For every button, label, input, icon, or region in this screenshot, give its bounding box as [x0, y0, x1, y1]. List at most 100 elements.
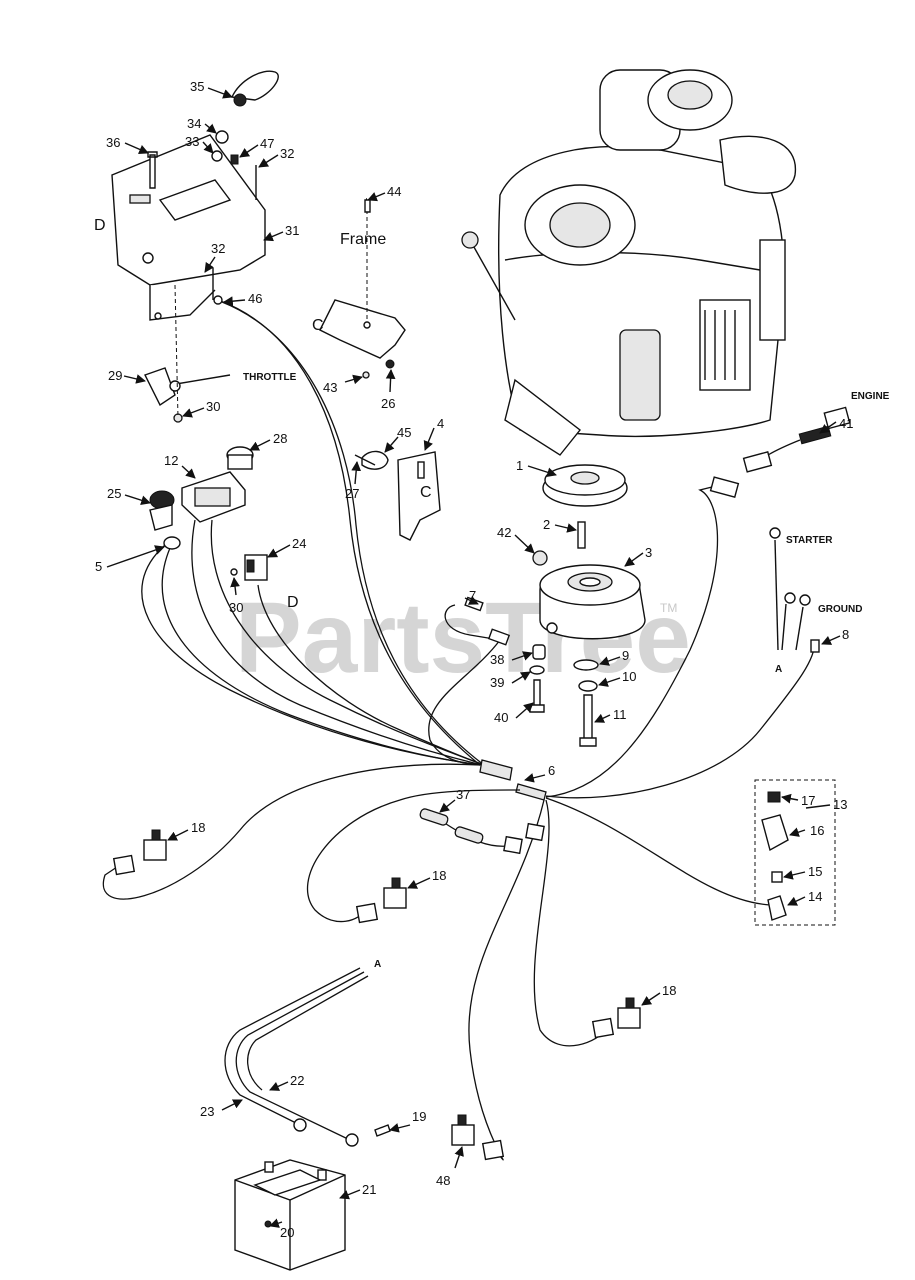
callout-45: 45 — [397, 425, 411, 440]
callout-42: 42 — [497, 525, 511, 540]
screw-part-44 — [364, 199, 371, 213]
harness-part-37 — [419, 808, 545, 855]
engine-label: ENGINE — [851, 391, 890, 402]
callout-23: 23 — [200, 1104, 214, 1119]
callout-35: 35 — [190, 79, 204, 94]
spacer-part-38 — [532, 644, 546, 660]
connector-part-16 — [761, 814, 789, 852]
callout-26: 26 — [381, 396, 395, 411]
callout-46: 46 — [248, 291, 262, 306]
callout-5: 5 — [95, 559, 102, 574]
lockwasher-part-10 — [578, 680, 598, 692]
seal-part-15 — [771, 871, 783, 883]
battery-part-21 — [234, 1159, 346, 1271]
ref-a-lower: A — [374, 959, 381, 970]
connector-engine-plug — [709, 476, 740, 498]
starter-label: STARTER — [786, 535, 833, 546]
callout-24: 24 — [292, 536, 306, 551]
clip-part-47 — [230, 154, 239, 165]
bolt-part-19 — [374, 1124, 391, 1137]
key-head-icon — [233, 93, 247, 107]
switch-part-48 — [451, 1114, 505, 1161]
callout-25: 25 — [107, 486, 121, 501]
throttle-label: THROTTLE — [243, 372, 297, 383]
washer-part-39 — [529, 665, 545, 675]
terminal-part-17 — [767, 791, 781, 803]
ignition-module-part-12 — [181, 471, 246, 523]
relay-part-24 — [244, 554, 268, 581]
clamp-part-45 — [361, 450, 389, 470]
callout-44: 44 — [387, 184, 401, 199]
bolt-part-26 — [385, 359, 395, 369]
switch-part-18-mid — [355, 877, 407, 924]
leader-arrows — [106, 87, 841, 1228]
callout-13: 13 — [833, 797, 847, 812]
callout-12: 12 — [164, 453, 178, 468]
callout-30: 30 — [206, 399, 220, 414]
callout-38: 38 — [490, 652, 504, 667]
screw-part-30 — [230, 568, 238, 576]
connector-part-14 — [767, 895, 787, 921]
battery-cables-part-22-23 — [224, 967, 369, 1147]
callout-39: 39 — [490, 675, 504, 690]
ref-a-upper: A — [775, 664, 782, 675]
callout-2: 2 — [543, 517, 550, 532]
bracket-part-frame — [319, 299, 406, 359]
callout-37: 37 — [456, 787, 470, 802]
callout-36: 36 — [106, 135, 120, 150]
callout-19: 19 — [412, 1109, 426, 1124]
terminal-part-8 — [810, 639, 820, 653]
screw-part-36 — [147, 151, 158, 189]
callout-29: 29 — [108, 368, 122, 383]
connector-part-46 — [213, 295, 223, 305]
callout-32: 32 — [280, 146, 294, 161]
callout-32b: 32 — [211, 241, 225, 256]
bracket-part-4 — [397, 451, 441, 541]
callout-17: 17 — [801, 793, 815, 808]
ref-c-upper: C — [312, 317, 324, 334]
callout-10: 10 — [622, 669, 636, 684]
callout-7: 7 — [469, 588, 476, 603]
nut-part-42 — [532, 550, 548, 566]
key-part-2 — [577, 521, 586, 549]
callout-21: 21 — [362, 1182, 376, 1197]
callout-34: 34 — [187, 116, 201, 131]
callout-14: 14 — [808, 889, 822, 904]
watermark-trademark: TM — [660, 601, 677, 615]
engine — [461, 69, 796, 456]
starter-cable — [769, 527, 811, 651]
callout-6: 6 — [548, 763, 555, 778]
ground-label: GROUND — [818, 604, 862, 615]
callout-4: 4 — [437, 416, 444, 431]
callout-41: 41 — [839, 416, 853, 431]
reference-labels: Frame THROTTLE ENGINE STARTER GROUND D D… — [94, 217, 890, 970]
callout-15: 15 — [808, 864, 822, 879]
callout-11: 11 — [613, 707, 627, 722]
dash-panel-part-31 — [111, 134, 266, 321]
callout-33: 33 — [185, 134, 199, 149]
callout-30b: 30 — [229, 600, 243, 615]
key-part-35 — [230, 70, 279, 101]
callout-48: 48 — [436, 1173, 450, 1188]
callout-8: 8 — [842, 627, 849, 642]
callout-31: 31 — [285, 223, 299, 238]
nut-part-43 — [362, 371, 370, 379]
callout-18b: 18 — [432, 868, 446, 883]
callout-47: 47 — [260, 136, 274, 151]
switch-part-18-left — [112, 829, 167, 876]
callout-16: 16 — [810, 823, 824, 838]
callout-3: 3 — [645, 545, 652, 560]
callout-40: 40 — [494, 710, 508, 725]
callout-28: 28 — [273, 431, 287, 446]
pulley-part-1 — [542, 464, 628, 507]
callout-18a: 18 — [191, 820, 205, 835]
callout-1: 1 — [516, 458, 523, 473]
callout-43: 43 — [323, 380, 337, 395]
frame-label: Frame — [340, 231, 386, 248]
switch-part-28 — [226, 446, 254, 470]
washer-part-33 — [211, 150, 223, 162]
ref-d-lower: D — [287, 594, 299, 611]
switch-part-25 — [149, 490, 175, 531]
callout-18c: 18 — [662, 983, 676, 998]
